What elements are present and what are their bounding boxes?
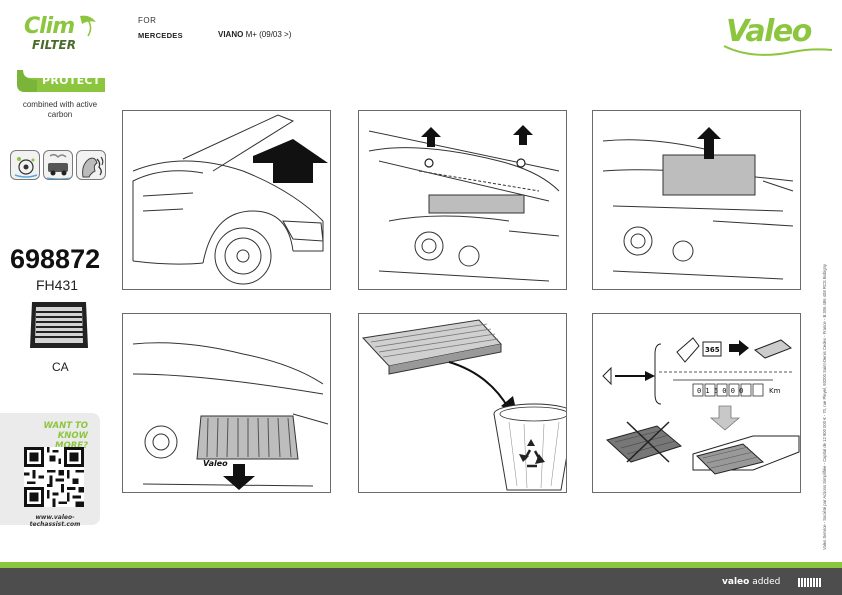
protect-band (17, 70, 105, 92)
mileage-value: 0 1 5 0 0 0 (697, 387, 743, 395)
legal-text: Valeo Service - Société par Actions Simp… (822, 264, 827, 550)
step-6-panel: 365 0 1 5 0 0 0 Km (592, 313, 801, 493)
clim-filter-logo (80, 15, 96, 37)
footer-added-word: added (752, 577, 781, 587)
vehicle-make: MERCEDES (138, 31, 183, 40)
filter-brand-label: Valeo (203, 459, 228, 468)
valeo-added-logo: valeo added (722, 577, 780, 587)
footer-bar (0, 568, 842, 595)
step-1-panel (122, 110, 331, 290)
odor-protection-icon (76, 150, 106, 180)
for-label: FOR (138, 16, 157, 25)
clim-word: Clim (24, 14, 75, 39)
want-to-know-more: WANT TO KNOW MORE? (43, 421, 88, 451)
footer-valeo-word: valeo (722, 577, 750, 587)
cabin-filter-icon (30, 302, 88, 348)
step-3-panel (592, 110, 801, 290)
allergen-protection-icon (10, 150, 40, 180)
interval-days: 365 (705, 346, 720, 354)
legal-side-text: Valeo Service - Société par Actions Simp… (822, 200, 836, 550)
model-name: VIANO (218, 30, 244, 39)
remove-screws-icon (368, 125, 560, 282)
qr-code-icon[interactable] (24, 447, 84, 507)
remove-cover-icon (602, 127, 794, 280)
vehicle-model: VIANO M+ (09/03 >) (218, 30, 291, 39)
website-link[interactable]: www.valeo-techassist.com (29, 514, 81, 528)
filter-word: FILTER (32, 38, 76, 52)
recycle-icon (361, 319, 566, 491)
protect-label: PROTECT (42, 74, 101, 87)
filter-type-code: CA (52, 360, 69, 374)
pollution-protection-icon (43, 150, 73, 180)
footer-bars-icon (798, 578, 828, 587)
feature-icons (10, 150, 110, 184)
valeo-logo: Valeo (726, 14, 812, 49)
step-4-panel: Valeo (122, 313, 331, 493)
open-hood-icon (132, 114, 328, 285)
model-detail: M+ (09/03 >) (245, 30, 292, 39)
install-new-filter-icon: 365 0 1 5 0 0 0 Km (602, 337, 800, 475)
combined-with-carbon-text: combined with active carbon (22, 100, 98, 119)
step-2-panel (358, 110, 567, 290)
mileage-unit: Km (769, 387, 781, 395)
reference-number: 698872 (10, 244, 101, 274)
remove-filter-icon: Valeo (132, 342, 329, 490)
footer-accent-bar (0, 562, 842, 568)
valeo-logo-swoosh (723, 45, 833, 56)
product-code: FH431 (36, 277, 79, 293)
step-5-panel (358, 313, 567, 493)
